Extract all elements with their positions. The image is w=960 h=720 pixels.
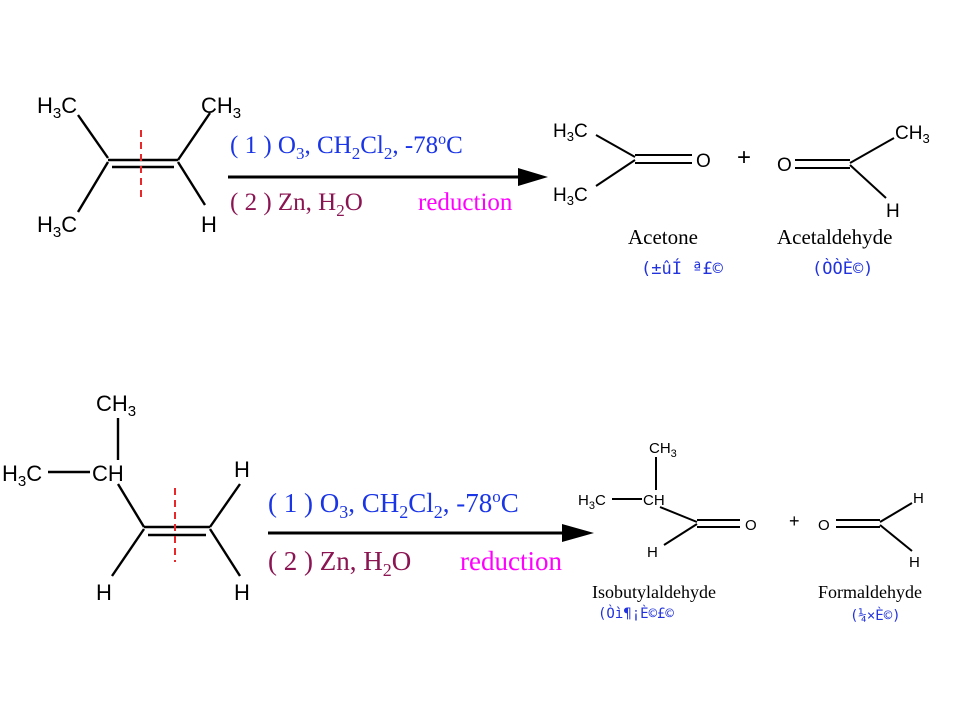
h3c-label: H3C: [553, 185, 588, 208]
hydrogen-label: H: [886, 201, 900, 222]
bond: [208, 528, 242, 577]
bond: [659, 506, 698, 523]
plus-sign: +: [789, 511, 800, 531]
h3c-label: H3C: [553, 121, 588, 144]
oxygen-label: O: [777, 155, 792, 176]
isobutylaldehyde-garbled-label: (Òì¶¡È©£©: [598, 604, 674, 622]
acetaldehyde-garbled-label: (ÒÒÈ©): [812, 257, 873, 279]
reaction-1-conditions: ( 1 ) O3, CH2Cl2, -78oC ( 2 ) Zn, H2O re…: [228, 131, 548, 220]
h-bottom-right-label: H: [234, 580, 250, 605]
step-2-conditions: ( 2 ) Zn, H2O: [230, 189, 363, 220]
h3c-left-label: H3C: [2, 461, 42, 490]
hydrogen-label: H: [647, 544, 658, 561]
h3c-bottom-left-label: H3C: [37, 212, 77, 241]
formaldehyde-garbled-label: (¼×È©): [850, 607, 901, 624]
hydrogen-label: H: [909, 554, 920, 571]
reaction-arrow-head: [518, 168, 548, 186]
ch3-top-label: CH3: [96, 391, 136, 420]
bond: [209, 483, 241, 528]
reduction-label: reduction: [418, 189, 513, 216]
oxygen-label: O: [745, 517, 757, 534]
oxygen-label: O: [818, 517, 830, 534]
bond: [595, 134, 636, 158]
isobutylaldehyde-name: Isobutylaldehyde: [592, 582, 716, 602]
bond: [879, 524, 913, 552]
bond: [176, 161, 207, 206]
bond: [879, 502, 913, 523]
h-bottom-right-label: H: [201, 212, 217, 237]
bond: [595, 159, 636, 187]
h-bottom-left-label: H: [96, 580, 112, 605]
product-isobutylaldehyde: CH3 H3C CH O H Isobutylaldehyde (Òì¶¡È©£…: [578, 440, 757, 622]
ch-label: CH: [92, 461, 124, 486]
h3c-label: H3C: [578, 492, 606, 512]
ch-label: CH: [643, 492, 665, 509]
reduction-label: reduction: [460, 546, 562, 576]
reaction-2-conditions: ( 1 ) O3, CH2Cl2, -78oC ( 2 ) Zn, H2O re…: [268, 487, 594, 580]
bond: [849, 137, 895, 164]
reaction-arrow-head: [562, 524, 594, 542]
formaldehyde-name: Formaldehyde: [818, 582, 922, 602]
bond: [177, 112, 211, 161]
acetone-name: Acetone: [628, 225, 698, 249]
bond: [77, 114, 109, 159]
h3c-top-left-label: H3C: [37, 93, 77, 122]
h-top-right-label: H: [234, 457, 250, 482]
reaction-2: CH3 H3C CH H H H ( 1 ) O3, CH2Cl2, -78oC…: [2, 391, 924, 624]
product-acetaldehyde: O CH3 H Acetaldehyde (ÒÒÈ©): [777, 123, 930, 279]
ch3-top-right-label: CH3: [201, 93, 241, 122]
reactant-3-methyl-1-butene: CH3 H3C CH H H H: [2, 391, 250, 605]
bond: [76, 161, 110, 213]
bond: [849, 164, 887, 199]
ch3-label: CH3: [649, 440, 677, 460]
acetone-garbled-label: (±ûÍ ª£©: [641, 257, 724, 279]
bond: [116, 483, 146, 528]
bond: [111, 528, 145, 577]
ch3-label: CH3: [895, 123, 930, 146]
reaction-1: H3C CH3 H3C H ( 1 ) O3, CH2Cl2, -78oC ( …: [37, 93, 930, 279]
step-1-conditions: ( 1 ) O3, CH2Cl2, -78oC: [230, 131, 463, 163]
product-acetone: H3C H3C O Acetone (±ûÍ ª£©: [553, 121, 724, 279]
product-formaldehyde: O H H Formaldehyde (¼×È©): [818, 490, 924, 624]
oxygen-label: O: [696, 151, 711, 172]
hydrogen-label: H: [913, 490, 924, 507]
step-2-conditions: ( 2 ) Zn, H2O: [268, 546, 411, 580]
step-1-conditions: ( 1 ) O3, CH2Cl2, -78oC: [268, 487, 519, 522]
acetaldehyde-name: Acetaldehyde: [777, 225, 892, 249]
plus-sign: +: [737, 144, 751, 171]
bond: [663, 523, 698, 546]
reactant-2-methyl-2-butene: H3C CH3 H3C H: [37, 93, 241, 241]
